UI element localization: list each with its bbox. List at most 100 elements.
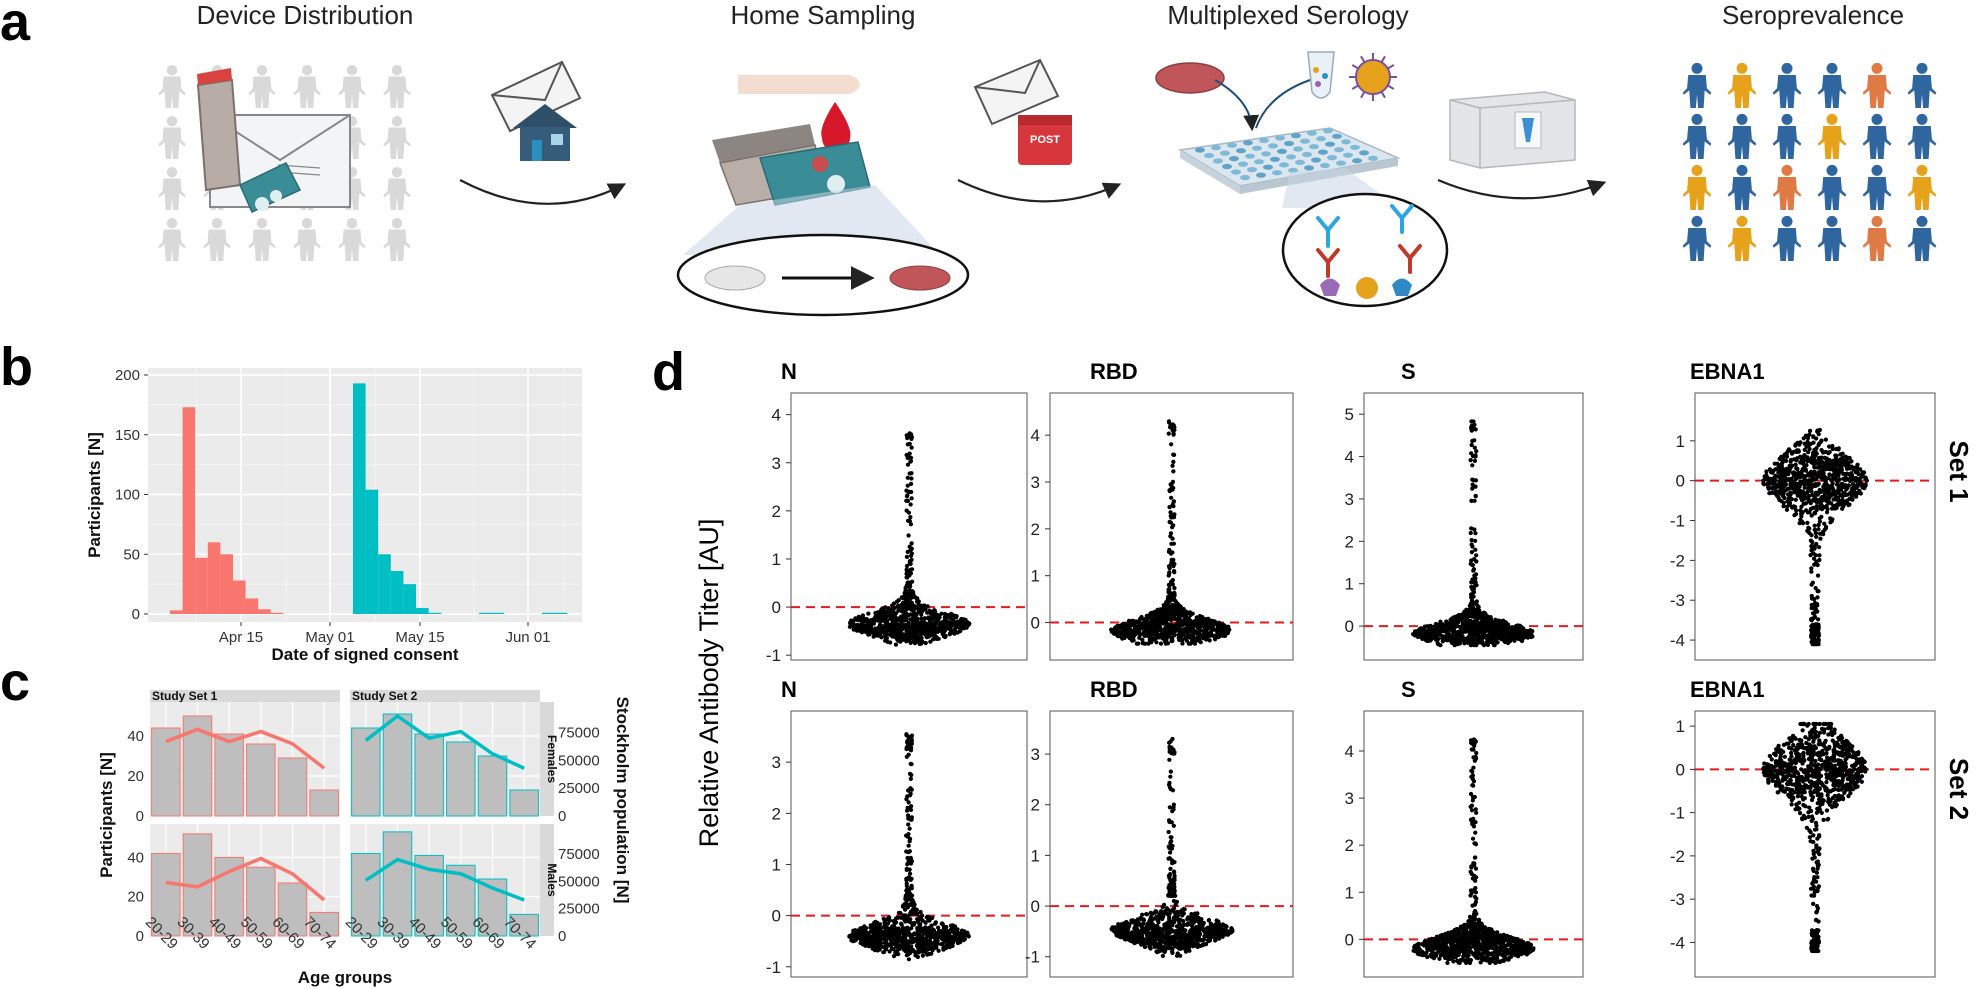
y-tick-label: -3 [1670, 890, 1685, 909]
age-bar [382, 831, 413, 937]
y-tick-label: 2 [772, 804, 781, 823]
person-icon [1772, 215, 1802, 261]
person-icon [248, 64, 276, 108]
y-tick-label: 20 [127, 889, 144, 906]
age-bar [509, 789, 539, 817]
y-tick-label: -1 [1670, 512, 1685, 531]
y-tick-label: 2 [1031, 796, 1040, 815]
y-tick-label: 1 [1031, 567, 1040, 586]
antibody-titer-beeswarm: -101234N01234RBD012345S-4-3-2-101EBNA1-1… [694, 359, 1974, 978]
histogram-bar-set2 [542, 612, 555, 614]
data-points [1411, 419, 1535, 648]
panel-title: N [781, 359, 797, 384]
finger-icon [738, 75, 860, 94]
well [1343, 152, 1353, 158]
well [1352, 158, 1362, 164]
histogram-bar-set2 [479, 612, 492, 614]
x-axis-title: Age groups [298, 968, 392, 987]
person-icon [1907, 164, 1937, 210]
data-points [1761, 427, 1869, 647]
well [1268, 143, 1278, 149]
person-icon [1817, 113, 1847, 159]
step-label-device-distribution: Device Distribution [197, 0, 414, 30]
panel-title: N [781, 677, 797, 702]
well [1270, 156, 1280, 162]
y-tick-label: 1 [1031, 846, 1040, 865]
y-tick-label: 3 [1031, 473, 1040, 492]
y-tick-label: 2 [1031, 520, 1040, 539]
y-tick-label: 1 [1676, 717, 1685, 736]
well [1220, 150, 1230, 156]
y-tick-label: 100 [115, 487, 140, 504]
y-tick-label: 3 [1345, 490, 1354, 509]
y-tick-label: 20 [127, 768, 144, 785]
facet-background [150, 824, 340, 936]
person-icon [1682, 62, 1712, 108]
blood-drop-icon [821, 102, 851, 152]
facet-background [350, 702, 540, 816]
person-icon [1907, 113, 1937, 159]
person-icon [158, 217, 186, 261]
well [1279, 162, 1289, 168]
y-tick-label: -1 [766, 958, 781, 977]
histogram-bar-set1 [245, 598, 259, 614]
well [1323, 128, 1333, 134]
well [1238, 161, 1248, 167]
panel-title: S [1401, 359, 1416, 384]
antibody-icon [1316, 204, 1422, 278]
age-bar [309, 911, 339, 937]
x-tick-label: May 01 [305, 629, 354, 646]
x-tick-label: Apr 15 [219, 629, 263, 646]
y-tick-label: -3 [1670, 591, 1685, 610]
person-icon [248, 217, 276, 261]
person-icon [1862, 215, 1892, 261]
well [1334, 147, 1344, 153]
y-tick-label: 0 [1345, 930, 1354, 949]
histogram-bar-set2 [378, 554, 391, 614]
well [1336, 160, 1346, 166]
y-tick-label: -4 [1670, 933, 1685, 952]
person-icon [1772, 62, 1802, 108]
y-tick-label: 5 [1345, 405, 1354, 424]
well [1254, 159, 1264, 165]
well [1245, 153, 1255, 159]
y-tick-label: 0 [1676, 760, 1685, 779]
y-tick-label: 150 [115, 427, 140, 444]
histogram-bar-set2 [428, 612, 442, 614]
histogram-bar-set2 [491, 612, 505, 614]
y2-axis-title: Stockholm population [N] [613, 697, 632, 904]
y-tick-label: 40 [127, 849, 144, 866]
row-label: Set 1 [1944, 440, 1974, 502]
x-tick-label: Jun 01 [505, 629, 550, 646]
y-tick-label: 4 [772, 406, 781, 425]
person-icon [1727, 164, 1757, 210]
y-tick-label: 50 [123, 546, 140, 563]
sampling-device-icon [712, 124, 871, 206]
y2-tick-label: 50000 [558, 873, 600, 890]
person-icon [158, 115, 186, 159]
well [1320, 162, 1330, 169]
well [1307, 130, 1317, 136]
histogram-bar-set1 [195, 557, 208, 614]
y2-tick-label: 0 [558, 808, 566, 825]
panel-label-b: b [0, 337, 33, 397]
population-line [165, 856, 326, 902]
data-points [1761, 721, 1868, 954]
test-tube-icon [1307, 51, 1335, 99]
well [1293, 146, 1303, 152]
histogram-bar-set2 [554, 612, 568, 614]
arrow-icon [957, 179, 1122, 203]
histogram-bar-set1 [170, 610, 183, 614]
analyzer-icon [1449, 91, 1576, 169]
y-tick-label: 0 [132, 606, 140, 623]
person-icon [1907, 62, 1937, 108]
person-icon [1817, 164, 1847, 210]
well [1332, 133, 1342, 139]
well [1213, 158, 1223, 164]
y2-tick-label: 25000 [558, 780, 600, 797]
y-tick-label: 3 [772, 454, 781, 473]
